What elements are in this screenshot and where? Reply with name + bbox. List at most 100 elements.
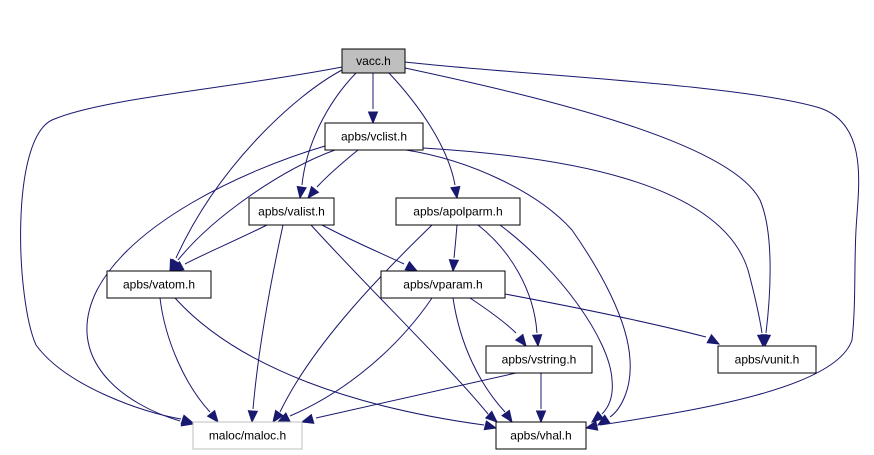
node-box [495, 421, 587, 450]
edge-vacc-to-vhal [404, 61, 860, 431]
edge-arrowhead [531, 334, 543, 348]
edge-vatom-to-vhal [174, 297, 498, 431]
edge-arrowhead [170, 260, 185, 272]
edge-line [499, 224, 613, 415]
edge-arrowhead [535, 410, 547, 424]
node-label: apbs/valist.h [258, 205, 325, 219]
node-valist[interactable]: apbs/valist.h [248, 197, 335, 226]
node-label: vacc.h [356, 54, 391, 68]
edge-arrowhead [367, 111, 379, 125]
edge-arrowhead [307, 185, 320, 200]
edge-vstring-to-vhal [535, 372, 547, 424]
edge-valist-to-vhal [310, 224, 498, 423]
edge-line [405, 149, 631, 418]
node-vparam[interactable]: apbs/vparam.h [380, 270, 506, 299]
edge-arrowhead [180, 416, 195, 427]
node-box [717, 345, 817, 374]
edge-arrowhead [514, 333, 527, 348]
node-vunit[interactable]: apbs/vunit.h [717, 345, 817, 374]
edge-line [504, 293, 707, 338]
edge-arrowhead [596, 414, 611, 426]
edge-arrowhead [706, 333, 721, 345]
edge-vclist-to-valist [307, 149, 359, 200]
node-label: apbs/apolparm.h [413, 205, 502, 219]
edge-line [289, 297, 433, 417]
node-vatom[interactable]: apbs/vatom.h [106, 270, 212, 299]
edge-arrowhead [272, 409, 284, 424]
edge-arrowhead [448, 259, 460, 273]
edge-line [252, 224, 284, 410]
node-box [341, 48, 406, 74]
edge-vclist-to-vunit [422, 147, 768, 348]
nodes-layer: vacc.h apbs/vclist.h apbs/valist.h apbs/apo… [106, 48, 817, 450]
edge-line [422, 147, 763, 334]
edge-line [159, 297, 211, 413]
edge-line [469, 297, 517, 334]
edge-line [301, 72, 357, 186]
edge-arrowhead [590, 410, 605, 423]
edge-line [310, 224, 489, 415]
edge-line [404, 67, 771, 334]
edge-line [404, 61, 860, 426]
edge-arrowhead [206, 409, 219, 424]
node-maloc[interactable]: maloc/maloc.h [192, 421, 303, 450]
node-vacc[interactable]: vacc.h [341, 48, 406, 74]
edge-arrowhead [404, 260, 419, 272]
edge-apolparm-to-vstring [477, 224, 543, 348]
edge-apolparm-to-vparam [448, 224, 460, 273]
edge-arrowhead [300, 413, 315, 424]
node-vhal[interactable]: apbs/vhal.h [495, 421, 587, 450]
edge-line [452, 297, 506, 413]
edge-apolparm-to-vhal [499, 224, 613, 423]
edge-vparam-to-vhal [452, 297, 513, 424]
node-vclist[interactable]: apbs/vclist.h [324, 122, 424, 151]
edge-line [86, 145, 326, 422]
node-box [485, 345, 593, 374]
edge-line [174, 297, 485, 426]
edge-line [477, 224, 538, 334]
node-label: apbs/vparam.h [403, 278, 482, 292]
edge-vacc-to-valist [296, 72, 357, 200]
edge-arrowhead [756, 334, 768, 348]
edge-arrowhead [296, 185, 307, 200]
edge-valist-to-maloc [247, 224, 284, 424]
edge-arrowhead [483, 420, 498, 431]
edge-arrowhead [501, 409, 513, 424]
edge-line [184, 224, 268, 265]
edge-vclist-to-maloc [86, 145, 326, 427]
edge-line [321, 224, 405, 265]
node-box [380, 270, 506, 299]
edge-vparam-to-vunit [504, 293, 721, 345]
edge-vacc-to-vclist [367, 73, 379, 125]
node-box [395, 197, 521, 226]
node-box [192, 421, 303, 450]
edge-line [177, 149, 336, 261]
edge-line [315, 372, 517, 419]
edge-line [175, 69, 343, 259]
edge-line [388, 72, 456, 186]
edge-vatom-to-maloc [159, 297, 219, 424]
edge-arrowhead [584, 420, 599, 431]
edge-line [453, 224, 458, 259]
edge-vstring-to-maloc [300, 372, 517, 424]
edge-vacc-to-maloc [20, 66, 343, 425]
edge-arrowhead [450, 185, 461, 200]
node-apolparm[interactable]: apbs/apolparm.h [395, 197, 521, 226]
node-box [324, 122, 424, 151]
node-box [106, 270, 212, 299]
edge-vclist-to-vhal [405, 149, 631, 426]
node-vstring[interactable]: apbs/vstring.h [485, 345, 593, 374]
edge-line [316, 149, 359, 188]
edges-layer [20, 61, 860, 431]
edge-apolparm-to-maloc [272, 224, 433, 424]
edge-valist-to-vparam [321, 224, 419, 272]
edge-arrowhead [247, 410, 259, 424]
edge-vparam-to-maloc [276, 297, 433, 423]
node-label: apbs/vclist.h [341, 130, 407, 144]
edge-line [20, 66, 343, 420]
edge-valist-to-vatom [170, 224, 268, 272]
node-box [248, 197, 335, 226]
edge-arrowhead [484, 410, 498, 423]
node-label: apbs/vunit.h [735, 353, 800, 367]
